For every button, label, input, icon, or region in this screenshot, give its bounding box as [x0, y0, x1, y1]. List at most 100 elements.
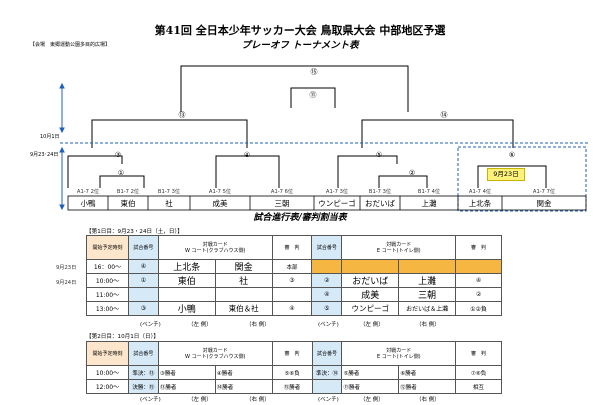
day1-left-w: （左 側）: [188, 322, 212, 328]
seed-6: A1-7 3位: [325, 189, 349, 195]
match-r1-2: ②: [408, 169, 416, 177]
enum: [311, 259, 343, 274]
e2: ⑥勝者: [398, 365, 457, 380]
col-w-sub: W コート(クラブハウス側): [184, 247, 246, 254]
seed-1: A1-7 2位: [76, 189, 100, 195]
w1: 小鴨: [157, 301, 216, 316]
e1: ⑤勝者: [341, 365, 400, 380]
w2: 社: [214, 273, 273, 288]
table-row: 16：00～ ④ 上北条 関金 本部: [86, 259, 502, 274]
seed-9: A1-7 4位: [468, 189, 492, 195]
col-e-title: 対戦カード: [386, 241, 412, 248]
wnum: ④: [127, 259, 159, 274]
match-final: ⑮: [310, 68, 318, 76]
wref: ⑤⑥負: [271, 365, 313, 380]
eref: ⑦⑧負: [455, 365, 502, 380]
time: 16：00～: [86, 259, 129, 274]
day2-bench-e: (ベンチ): [318, 397, 339, 403]
w1: ⑬勝者: [157, 379, 216, 394]
col-ref-e: 審 判: [455, 341, 502, 366]
highlight-date: 9月23日: [487, 168, 525, 181]
match-r1-1: ①: [117, 169, 125, 177]
team-5: 三朝: [274, 199, 290, 208]
wnum: ③: [127, 301, 159, 316]
day2-left-e: （左 側）: [360, 397, 384, 403]
eref: ①②負: [455, 301, 502, 316]
e1: ウンピーゴ: [341, 301, 400, 316]
page-title: 第41回 全日本少年サッカー大会 鳥取県大会 中部地区予選: [154, 24, 446, 37]
e2: ⑫勝者: [398, 379, 457, 394]
col-start: 開始予定時刻: [86, 341, 129, 366]
table-row: 13:00～ ③ 小鴨 東伯＆社 ④ ⑤ ウンピーゴ おだいば＆上灘 ①②負: [86, 301, 502, 316]
day1-bench-w: (ベンチ): [140, 322, 161, 328]
seed-3: B1-7 3位: [157, 189, 181, 195]
e2: おだいば＆上灘: [398, 301, 457, 316]
wnum: 準決：⑬: [127, 365, 159, 380]
col-e-title: 対戦カード: [386, 347, 412, 354]
col-ref-w: 審 判: [271, 235, 313, 260]
team-4: 成美: [212, 199, 228, 208]
wref: ⑮勝者: [271, 379, 313, 394]
time: 10:00～: [86, 365, 129, 380]
e1: おだいば: [341, 273, 400, 288]
team-1: 小鴨: [80, 199, 96, 208]
page-subtitle: プレーオフ トーナメント表: [241, 40, 359, 51]
enum: [311, 379, 343, 394]
match-third: ⑪: [309, 91, 317, 99]
e2: 上灘: [398, 273, 457, 288]
e1: 成美: [341, 287, 400, 302]
e2: 三朝: [398, 287, 457, 302]
col-e-sub: E コート(トイレ側): [376, 353, 421, 360]
col-w-title: 対戦カード: [202, 241, 228, 248]
team-3: 社: [165, 199, 173, 208]
enum: ②: [311, 273, 343, 288]
table-row: 10:00～ 準決：⑬ ③勝者 ④勝者 ⑤⑥負 準決：⑭ ⑤勝者 ⑥勝者 ⑦⑧負: [86, 365, 502, 380]
day1-right-w: （右 側）: [246, 322, 270, 328]
schedule-title: 試合進行表/審判割当表: [253, 213, 347, 223]
table-row: 10:00～ ① 東伯 社 ③ ② おだいば 上灘 ④: [86, 273, 502, 288]
team-7: おだいば: [365, 199, 395, 208]
col-start: 開始予定時刻: [86, 235, 129, 260]
day2-header: 【第2日目：10月1日（日）】: [86, 334, 159, 340]
col-num-w: 試合番号: [127, 235, 159, 260]
wref: ③: [271, 273, 313, 288]
w2: ⑭勝者: [214, 379, 273, 394]
w2: 関金: [214, 259, 273, 274]
w2: 東伯＆社: [214, 301, 273, 316]
team-2: 東伯: [120, 199, 136, 208]
col-ref-w: 審 判: [271, 341, 313, 366]
day1-right-e: （右 側）: [416, 322, 440, 328]
e2: [398, 259, 457, 274]
eref: [455, 259, 502, 274]
day1-bench-e: (ベンチ): [318, 322, 339, 328]
col-num-w: 試合番号: [127, 341, 159, 366]
day2-left-w: （左 側）: [188, 397, 212, 403]
team-8: 上灘: [421, 199, 437, 208]
eref: ②: [455, 287, 502, 302]
w2: ④勝者: [214, 365, 273, 380]
col-e-sub: E コート(トイレ側): [376, 247, 421, 254]
team-6: ウンピーゴ: [318, 199, 356, 208]
match-qf-3: ③: [114, 151, 122, 159]
w1: 東伯: [157, 273, 216, 288]
match-qf-6: ⑥: [508, 151, 516, 159]
enum: 準決：⑭: [311, 365, 343, 380]
day1-left-e: （左 側）: [360, 322, 384, 328]
day1-date-2: 9月24日: [56, 280, 77, 286]
seed-7: B1-7 3位: [368, 189, 392, 195]
venue-label: 【会場 東郷運動公園多目的広場】: [30, 42, 111, 48]
eref: 相互: [455, 379, 502, 394]
col-num-e: 試合番号: [311, 341, 343, 366]
team-10: 関金: [536, 199, 552, 208]
enum: ⑤: [311, 301, 343, 316]
time: 13:00～: [86, 301, 129, 316]
seed-10: A1-7 7位: [532, 189, 556, 195]
match-qf-4: ④: [243, 151, 251, 159]
w1: [157, 287, 216, 302]
col-num-e: 試合番号: [311, 235, 343, 260]
eref: ④: [455, 273, 502, 288]
col-w-sub: W コート(クラブハウス側): [185, 353, 246, 360]
